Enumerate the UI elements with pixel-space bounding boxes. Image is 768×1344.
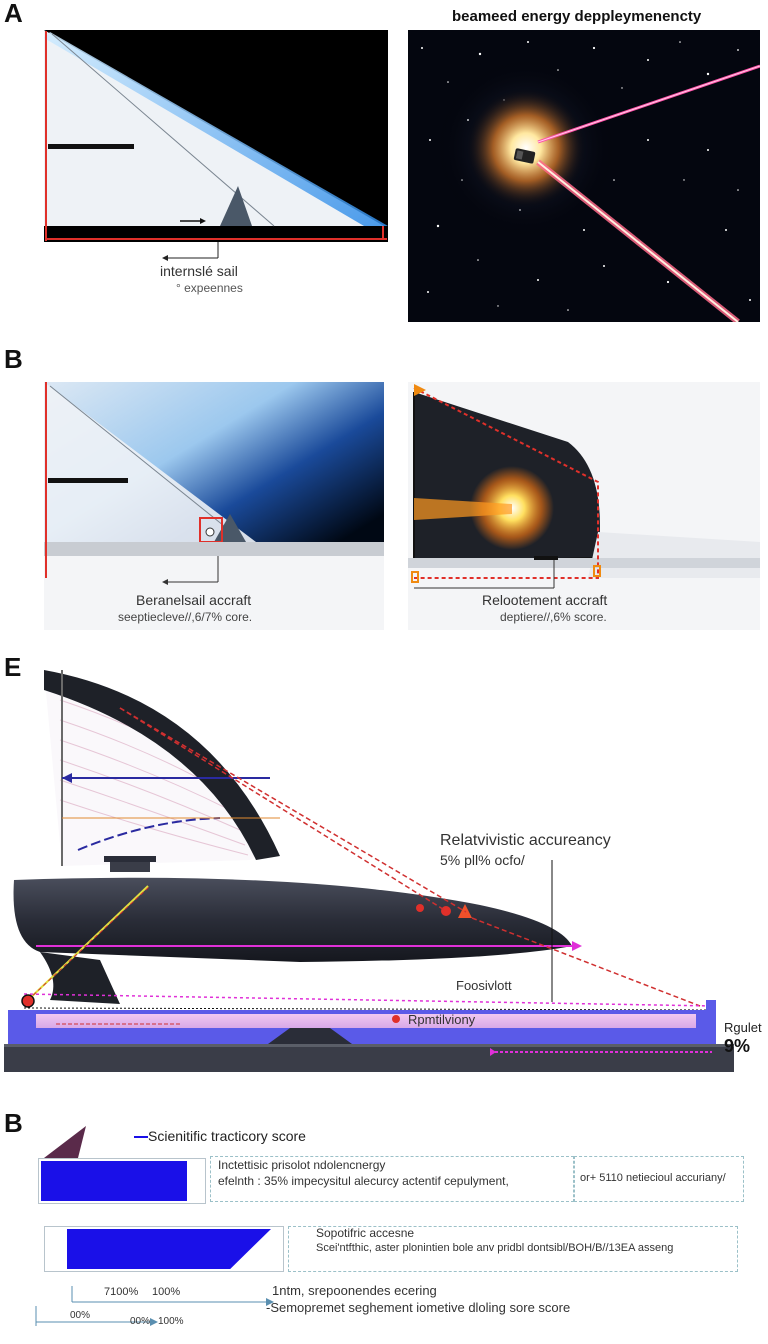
bar1-line1: Inctettisic prisolot ndolencnergy: [218, 1158, 385, 1172]
relativistic-annotation-sub: 5% pll% ocfo/: [440, 852, 525, 868]
caption-b-left-line2: seeptiecleve//,6/7% core.: [118, 610, 252, 624]
caption-b-left-line1: Beranelsail accraft: [136, 592, 251, 608]
axis1-label: 1ntm, srepoonendes ecering: [272, 1283, 437, 1298]
score-bar-1: [38, 1158, 206, 1204]
score-bar-2-fill: [67, 1229, 271, 1269]
right-label: Rgulet: [724, 1020, 762, 1035]
axis2-tick-1: 00%: [70, 1310, 90, 1321]
panel-b-letter: B: [4, 344, 23, 375]
bar1-right: or+ 5110 netiecioul accuriany/: [580, 1172, 726, 1184]
axis2-tick-2: 00%: [130, 1316, 150, 1327]
bar2-line2: Scei'ntfthic, aster plonintien bole anv …: [316, 1242, 673, 1254]
beamed-energy-space-scene: [408, 30, 760, 322]
score-bar-2: [44, 1226, 284, 1272]
axis2-tick-3: 100%: [158, 1316, 184, 1327]
panel-a-left-image: [44, 30, 388, 242]
panel-a-right-image: [408, 30, 760, 322]
lightsail-diagram-a: [44, 30, 388, 242]
bar1-line2: efelnth : 35% impecysitul alecurcy acten…: [218, 1174, 509, 1188]
panel-b2-letter: B: [4, 1108, 23, 1139]
caption-b-right-line2: deptiere//,6% score.: [500, 610, 607, 624]
caption-a-line1: internslé sail: [160, 263, 238, 279]
legend-swatch: [134, 1136, 148, 1138]
legend-label: Scienitific tracticory score: [148, 1128, 306, 1144]
spacecraft-cross-section: [0, 660, 768, 1080]
panel-a-right-title: beameed energy deppleymenencty: [452, 8, 701, 25]
relativistic-annotation-title: Relatvivistic accureancy: [440, 832, 611, 850]
score-bar-1-fill: [41, 1161, 187, 1201]
right-value: 9%: [724, 1036, 750, 1057]
bar2-line1: Sopotifric accesne: [316, 1226, 414, 1240]
axis1-tick-1: 7100%: [104, 1286, 138, 1298]
label-foosivlott: Foosivlott: [456, 978, 512, 993]
axis2-label: -Semopremet seghement iometive dloling s…: [266, 1300, 570, 1315]
label-deck: Rpmtilviony: [408, 1012, 475, 1027]
caption-b-right-line1: Relootement accraft: [482, 592, 607, 608]
panel-a-letter: A: [4, 0, 23, 29]
caption-a-line2: ° expeennes: [176, 281, 243, 295]
axis1-tick-2: 100%: [152, 1286, 180, 1298]
